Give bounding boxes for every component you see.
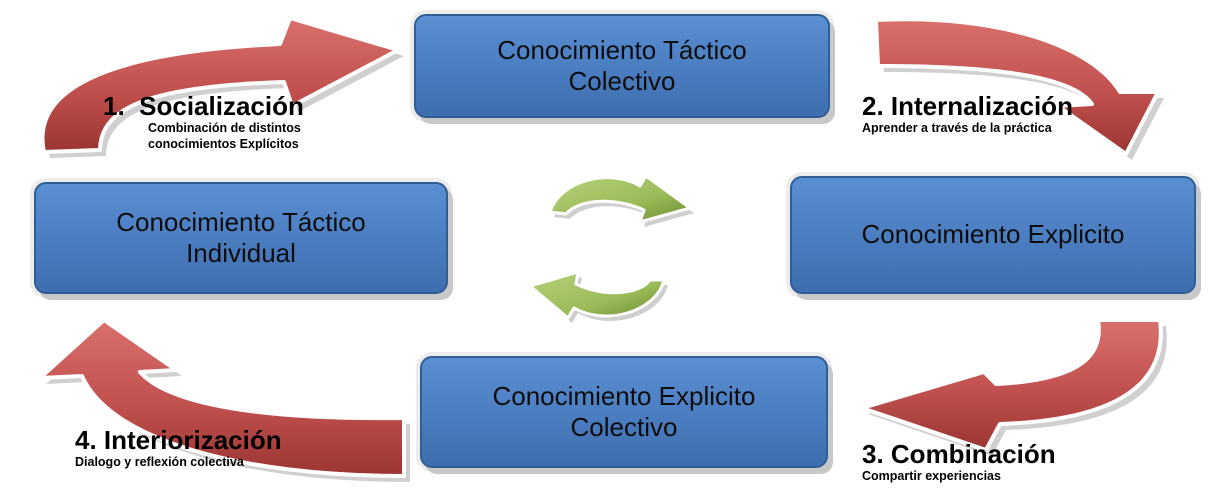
step-description: Dialogo y reflexión colectiva — [75, 455, 244, 469]
step-description: Compartir experiencias — [862, 469, 1001, 483]
step-interiorizacion: 4. Interiorización Dialogo y reflexión c… — [75, 426, 282, 470]
step-title: 3. Combinación — [862, 439, 1056, 469]
arrow-socializacion — [40, 16, 405, 158]
step-internalizacion: 2. Internalización Aprender a través de … — [862, 92, 1073, 136]
step-combinacion: 3. Combinación Compartir experiencias — [862, 440, 1056, 484]
box-conocimiento-explicito-colectivo: Conocimiento Explicito Colectivo — [420, 356, 828, 468]
refresh-cycle-icon — [528, 174, 694, 323]
step-title: 1. Socialización — [103, 91, 304, 121]
arrow-internalizacion — [874, 17, 1164, 161]
step-title: 2. Internalización — [862, 91, 1073, 121]
step-title: 4. Interiorización — [75, 425, 282, 455]
box-conocimiento-tactico-colectivo: Conocimiento Táctico Colectivo — [414, 14, 830, 118]
step-description: Aprender a través de la práctica — [862, 121, 1052, 135]
arrow-interiorizacion — [38, 318, 410, 482]
arrow-combinacion — [860, 318, 1167, 456]
box-conocimiento-explicito: Conocimiento Explicito — [790, 176, 1196, 294]
step-description: Combinación de distintos conocimientos E… — [148, 121, 301, 151]
box-conocimiento-tactico-individual: Conocimiento Táctico Individual — [34, 182, 448, 294]
step-socializacion: 1. Socialización Combinación de distinto… — [103, 92, 304, 152]
